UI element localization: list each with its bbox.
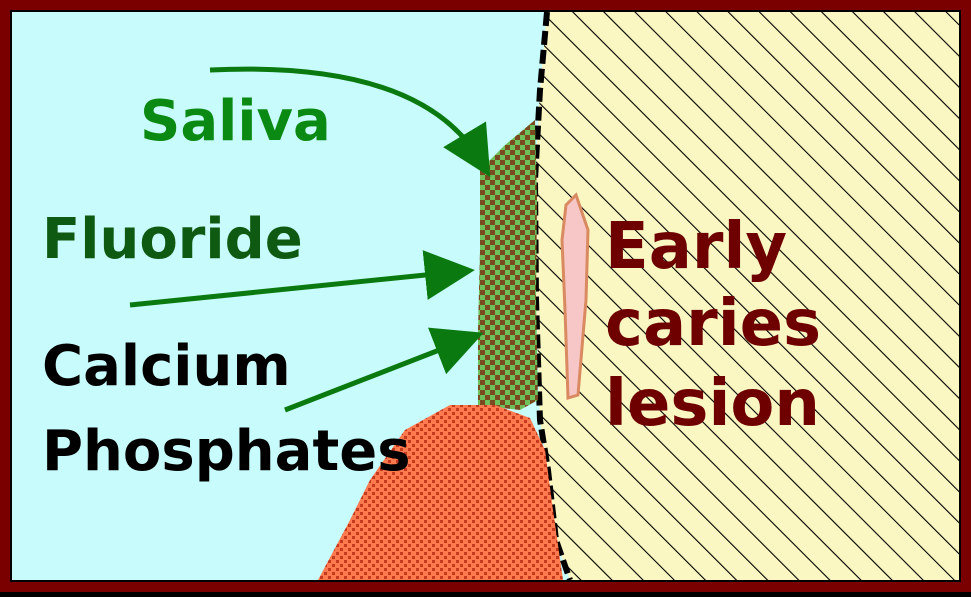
lesion-label-line2: caries [605,287,821,361]
saliva-label: Saliva [140,89,331,154]
lesion-label-line1: Early [605,210,787,284]
calcium-label: Calcium [42,334,291,399]
fluoride-label: Fluoride [42,207,303,272]
phosphates-label: Phosphates [42,419,411,484]
lesion-label-line3: lesion [605,367,820,441]
pellicle-layer [478,120,538,410]
